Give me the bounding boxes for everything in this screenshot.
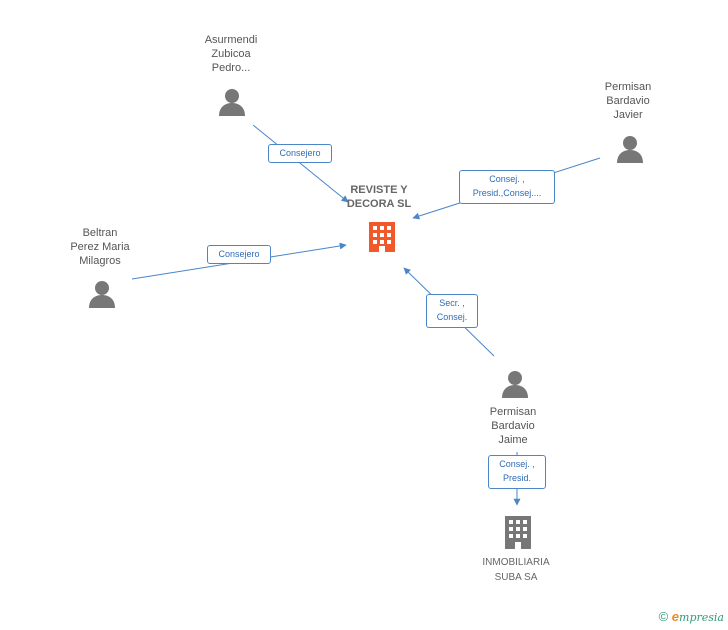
person-name-permisan-javier[interactable]: Permisan Bardavio Javier [604,81,652,121]
person-icon[interactable] [219,89,245,116]
brand-logo-text: mpresia [679,611,724,624]
edge-line-asurmendi [252,124,349,203]
building-icon[interactable] [369,222,395,252]
person-icon[interactable] [89,281,115,308]
person-icon[interactable] [617,136,643,163]
company-name[interactable]: REVISTE Y DECORA SL [346,184,412,210]
footer-brand: © empresia [659,609,724,624]
brand-logo-initial: e [671,609,680,624]
building-icon[interactable] [505,516,531,549]
edge-label-permisan-jaime: Secr. , Consej. [426,294,478,328]
related-company-name[interactable]: INMOBILIARIA SUBA SA [482,557,550,583]
person-name-permisan-jaime[interactable]: Permisan Bardavio Jaime [489,406,537,446]
copyright-symbol: © [658,609,669,624]
edge-label-asurmendi: Consejero [268,144,332,163]
edge-label-inmobiliaria: Consej. , Presid. [488,455,546,489]
edge-label-permisan-javier: Consej. , Presid.,Consej.... [459,170,555,204]
edge-label-beltran: Consejero [207,245,271,264]
person-name-beltran[interactable]: Beltran Perez Maria Milagros [70,227,130,267]
person-icon[interactable] [502,371,528,398]
person-name-asurmendi[interactable]: Asurmendi Zubicoa Pedro... [204,34,258,74]
